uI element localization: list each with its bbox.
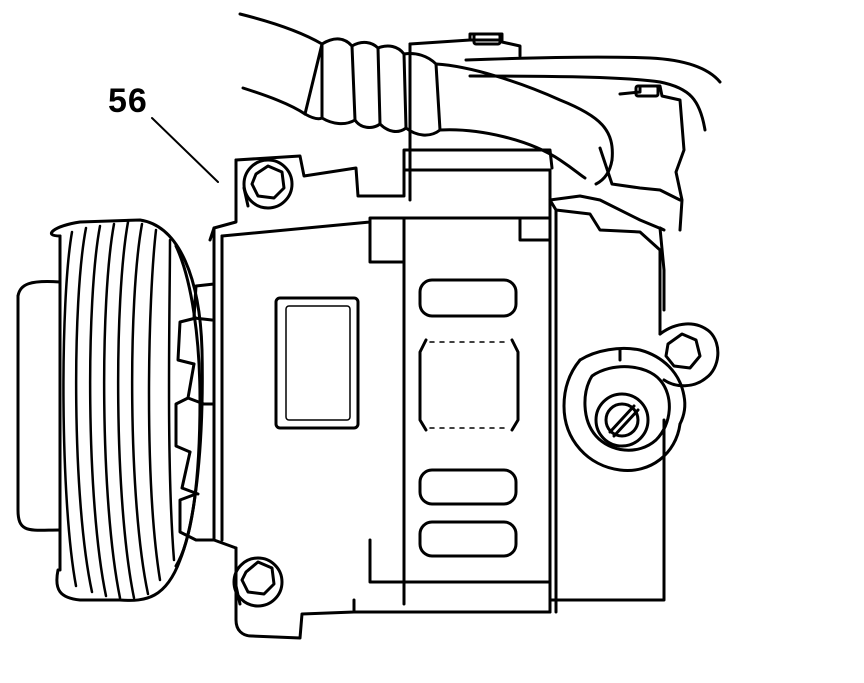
compressor-pulley bbox=[18, 220, 202, 600]
callout-number-label: 56 bbox=[108, 82, 148, 120]
housing-label-plate bbox=[276, 298, 358, 428]
center-panel-slots bbox=[420, 280, 518, 556]
clutch-hub-teeth bbox=[176, 284, 214, 540]
callout-leader-line bbox=[152, 118, 218, 182]
refrigerant-hose-upper bbox=[240, 14, 612, 184]
mounting-bolt-top bbox=[244, 160, 292, 208]
line-fitting-block bbox=[410, 34, 684, 230]
compressor-housing bbox=[210, 150, 664, 638]
service-port-fitting bbox=[564, 348, 685, 470]
refrigerant-line-right bbox=[466, 57, 720, 130]
mounting-bolt-bottom bbox=[234, 558, 282, 606]
mounting-bolt-right bbox=[660, 324, 718, 386]
fitting-bolt-heads bbox=[474, 34, 658, 96]
